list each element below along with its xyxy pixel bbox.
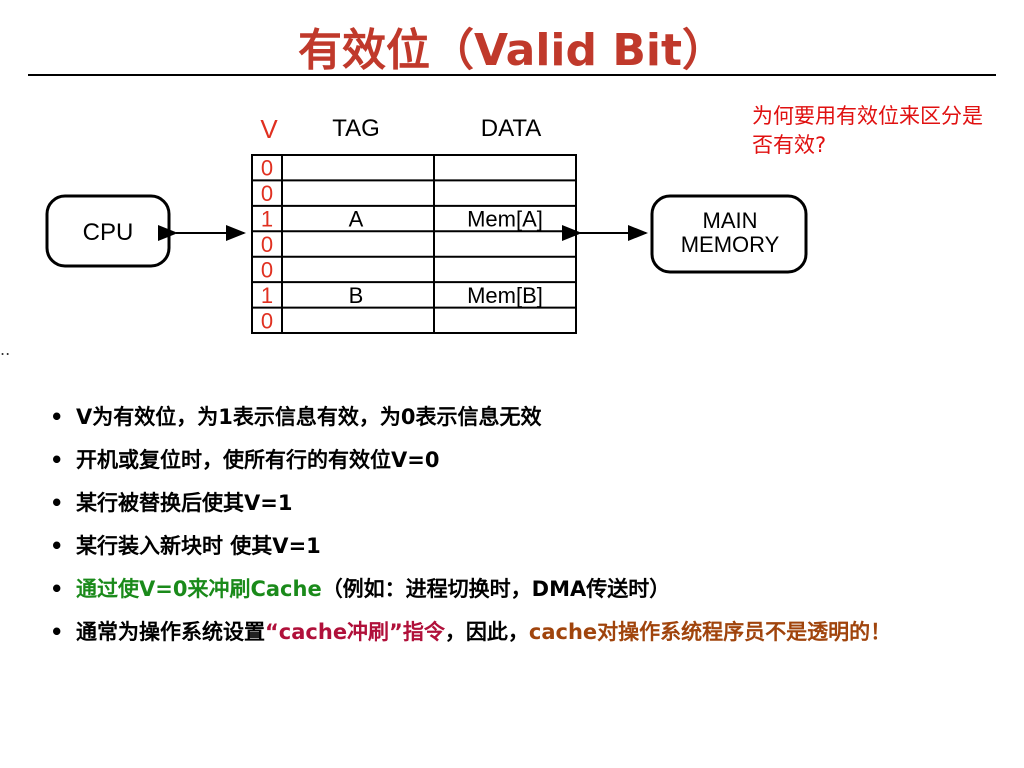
bullet-2: • 开机或复位时，使所有行的有效位V=0	[50, 439, 1000, 482]
title-divider	[28, 74, 996, 76]
bullet-dot: •	[50, 577, 64, 601]
header-tag: TAG	[332, 115, 380, 142]
bullet-4: • 某行装入新块时 使其V=1	[50, 525, 1000, 568]
bullet-6-text-a: 通常为操作系统设置	[76, 620, 265, 644]
valid-bit-cell: 0	[261, 156, 273, 181]
page-title: 有效位（Valid Bit）	[298, 25, 726, 76]
question-note: 为何要用有效位来区分是否有效?	[752, 104, 983, 157]
bullet-2-text: 开机或复位时，使所有行的有效位V=0	[76, 448, 440, 472]
valid-bit-cell: 1	[261, 283, 273, 308]
stray-dots: ..	[0, 340, 11, 359]
memory-label-line2: MEMORY	[681, 232, 780, 257]
bullet-5-highlight: 通过使V=0来冲刷Cache	[76, 577, 322, 601]
bullet-dot: •	[50, 620, 64, 644]
bullet-list: • V为有效位，为1表示信息有效，为0表示信息无效 • 开机或复位时，使所有行的有效…	[50, 396, 1000, 649]
bullet-dot: •	[50, 534, 64, 558]
bullet-dot: •	[50, 448, 64, 472]
cache-table-frame	[251, 154, 577, 334]
data-cell: Mem[B]	[467, 283, 543, 308]
valid-bit-cell: 1	[261, 207, 273, 232]
valid-bit-cell: 0	[261, 308, 273, 333]
bullet-1-text: V为有效位，为1表示信息有效，为0表示信息无效	[76, 405, 542, 429]
bullet-3: • 某行被替换后使其V=1	[50, 482, 1000, 525]
bullet-6: • 通常为操作系统设置“cache冲刷”指令，因此，cache对操作系统程序员不是…	[50, 611, 1000, 649]
memory-label-line1: MAIN	[703, 208, 758, 233]
tag-cell: B	[349, 283, 364, 308]
main-memory-box	[650, 194, 808, 274]
cpu-label: CPU	[83, 219, 134, 246]
bullet-dot: •	[50, 491, 64, 515]
bullet-3-text: 某行被替换后使其V=1	[76, 491, 293, 515]
valid-bit-cell: 0	[261, 181, 273, 206]
bullet-dot: •	[50, 405, 64, 429]
bullet-5-text: （例如：进程切换时，DMA传送时）	[321, 577, 671, 601]
valid-bit-cell: 0	[261, 257, 273, 282]
bullet-6-conclusion: cache对操作系统程序员不是透明的！	[528, 620, 892, 644]
bullet-6-instruction: “cache冲刷”指令	[265, 620, 445, 644]
data-cell: Mem[A]	[467, 207, 543, 232]
bullet-1: • V为有效位，为1表示信息有效，为0表示信息无效	[50, 396, 1000, 439]
valid-bit-cell: 0	[261, 232, 273, 257]
tag-cell: A	[349, 207, 364, 232]
bullet-5: • 通过使V=0来冲刷Cache（例如：进程切换时，DMA传送时）	[50, 568, 1000, 611]
bullet-4-text: 某行装入新块时 使其V=1	[76, 534, 321, 558]
header-data: DATA	[481, 115, 541, 142]
bullet-6-text-c: ，因此，	[444, 620, 529, 644]
header-v: V	[260, 114, 278, 144]
